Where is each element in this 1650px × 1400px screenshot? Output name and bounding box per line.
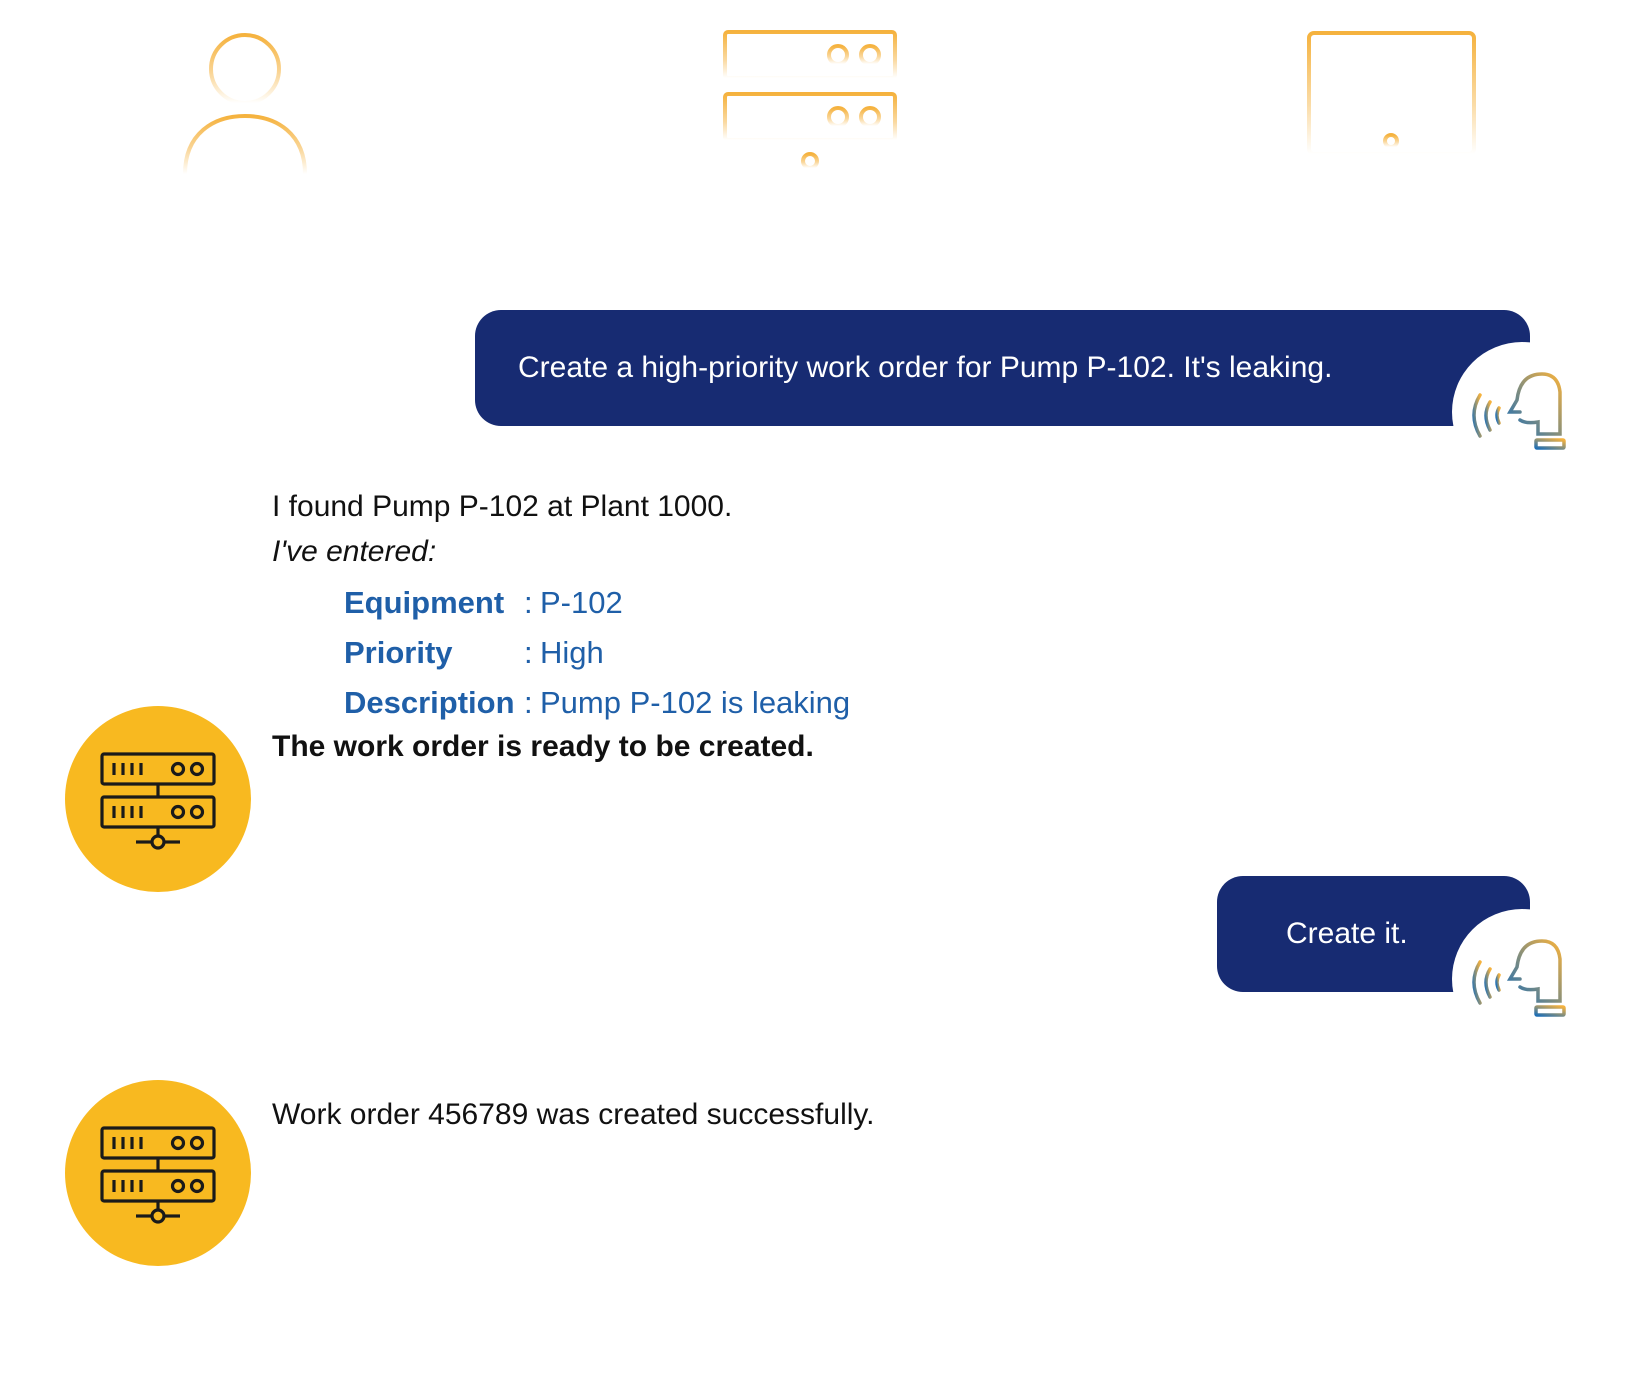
monitor-icon xyxy=(1307,31,1476,174)
voice-speaker-icon xyxy=(1472,372,1566,450)
field-row-priority: Priority : High xyxy=(344,635,604,671)
bot-message-closing: The work order is ready to be created. xyxy=(272,730,814,763)
field-row-equipment: Equipment : P-102 xyxy=(344,585,623,621)
field-label: Description xyxy=(344,685,515,720)
voice-speaker-icon xyxy=(1472,939,1566,1017)
user-message-bubble: Create a high-priority work order for Pu… xyxy=(475,310,1530,426)
field-separator: : xyxy=(524,585,533,620)
user-message-text: Create it. xyxy=(1286,917,1408,950)
bot-message-intro: I found Pump P-102 at Plant 1000. xyxy=(272,490,733,523)
server-icon xyxy=(723,30,897,170)
field-label: Equipment xyxy=(344,585,505,620)
field-label: Priority xyxy=(344,635,453,670)
field-row-description: Description : Pump P-102 is leaking xyxy=(344,685,850,721)
field-value: High xyxy=(540,635,604,670)
field-value: Pump P-102 is leaking xyxy=(540,685,851,720)
field-separator: : xyxy=(524,635,533,670)
user-message-text: Create a high-priority work order for Pu… xyxy=(518,351,1333,384)
field-value: P-102 xyxy=(540,585,623,620)
bot-message-entered-label: I've entered: xyxy=(272,535,437,568)
bot-avatar xyxy=(65,1080,251,1266)
user-icon xyxy=(183,33,307,175)
field-separator: : xyxy=(524,685,533,720)
server-icon xyxy=(100,1126,216,1224)
bot-avatar xyxy=(65,706,251,892)
server-icon xyxy=(100,752,216,850)
bot-message-success: Work order 456789 was created successful… xyxy=(272,1098,875,1131)
